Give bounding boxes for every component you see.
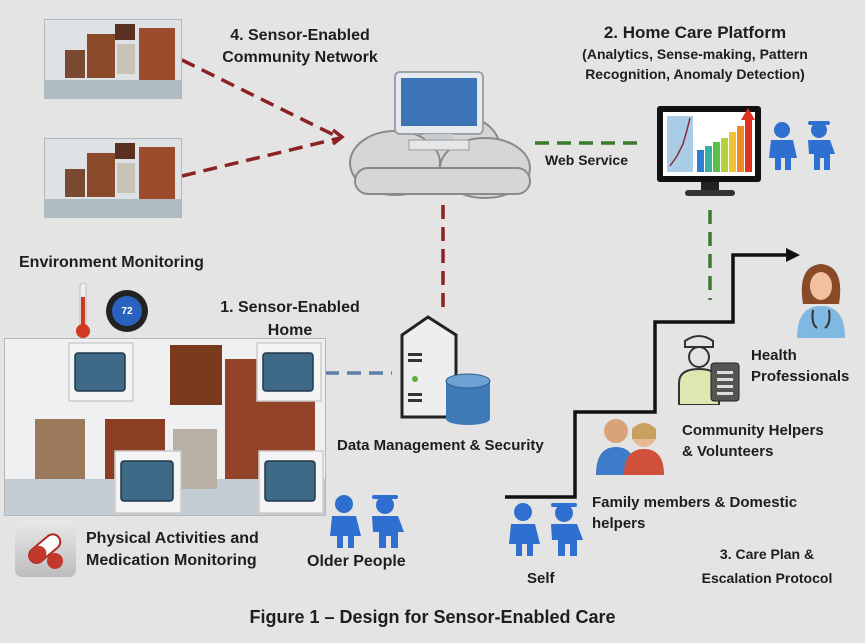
community-home-floorplan-1	[44, 19, 182, 99]
sensor-home-line2: Home	[267, 322, 313, 339]
self-label: Self	[527, 570, 555, 587]
physical-activities-line1: Physical Activities and	[86, 530, 259, 547]
cloud-computer-icon	[349, 71, 531, 199]
older-people-icon-platform	[769, 121, 835, 170]
older-people-icon	[330, 495, 404, 548]
sensor-home-floorplan	[4, 338, 326, 516]
community-helpers-line2: & Volunteers	[682, 443, 774, 460]
link-community-home2	[181, 136, 341, 178]
care-plan-line2: Escalation Protocol	[701, 570, 833, 586]
community-network-label: 4. Sensor-Enabled Community Network	[210, 25, 390, 69]
web-service-label: Web Service	[545, 152, 629, 168]
community-network-line2: Community Network	[222, 49, 378, 66]
thermostat-reading: 72	[112, 296, 142, 326]
home-care-platform-subtitle-1: (Analytics, Sense-making, Pattern	[582, 46, 808, 62]
health-professional-icon	[797, 264, 845, 338]
link-community-home1	[181, 58, 341, 140]
family-members-label: Family members & Domestic helpers	[592, 492, 797, 534]
thermometer-icon	[76, 283, 90, 338]
community-home-floorplan-2	[44, 138, 182, 218]
health-professionals-line1: Health	[751, 347, 797, 364]
family-members-line2: helpers	[592, 515, 646, 532]
care-plan-label: 3. Care Plan & Escalation Protocol	[682, 542, 852, 590]
figure-caption: Figure 1 – Design for Sensor-Enabled Car…	[249, 607, 616, 627]
older-people-label: Older People	[307, 553, 406, 570]
home-care-platform-subtitle-2: Recognition, Anomaly Detection)	[585, 66, 805, 82]
data-management-label: Data Management & Security	[337, 437, 544, 454]
family-members-icon	[596, 419, 664, 475]
home-care-platform-title: 2. Home Care Platform	[603, 23, 787, 42]
family-members-line1: Family members & Domestic	[592, 494, 798, 511]
community-helpers-label: Community Helpers & Volunteers	[682, 420, 824, 462]
medication-pill-icon	[15, 521, 76, 577]
sensor-home-label: 1. Sensor-Enabled Home	[195, 296, 385, 342]
community-helpers-line1: Community Helpers	[682, 422, 824, 439]
care-plan-line1: 3. Care Plan &	[719, 546, 815, 562]
community-network-line1: 4. Sensor-Enabled	[230, 27, 370, 44]
analytics-monitor-icon	[657, 106, 761, 196]
server-database-icon	[400, 315, 491, 425]
escalation-staircase	[505, 253, 790, 499]
escalation-arrowhead	[786, 248, 800, 262]
physical-activities-label: Physical Activities and Medication Monit…	[86, 528, 259, 572]
home-care-platform-label: 2. Home Care Platform (Analytics, Sense-…	[530, 22, 860, 84]
environment-monitoring-label: Environment Monitoring	[19, 254, 204, 271]
health-professionals-line2: Professionals	[751, 368, 850, 385]
sensor-board	[68, 342, 324, 514]
sensor-home-line1: 1. Sensor-Enabled	[220, 299, 360, 316]
health-professionals-label: Health Professionals	[751, 345, 849, 387]
community-helper-icon	[678, 335, 740, 405]
physical-activities-line2: Medication Monitoring	[86, 552, 257, 569]
self-people-icon	[509, 503, 583, 556]
thermostat-icon: 72	[106, 290, 148, 332]
